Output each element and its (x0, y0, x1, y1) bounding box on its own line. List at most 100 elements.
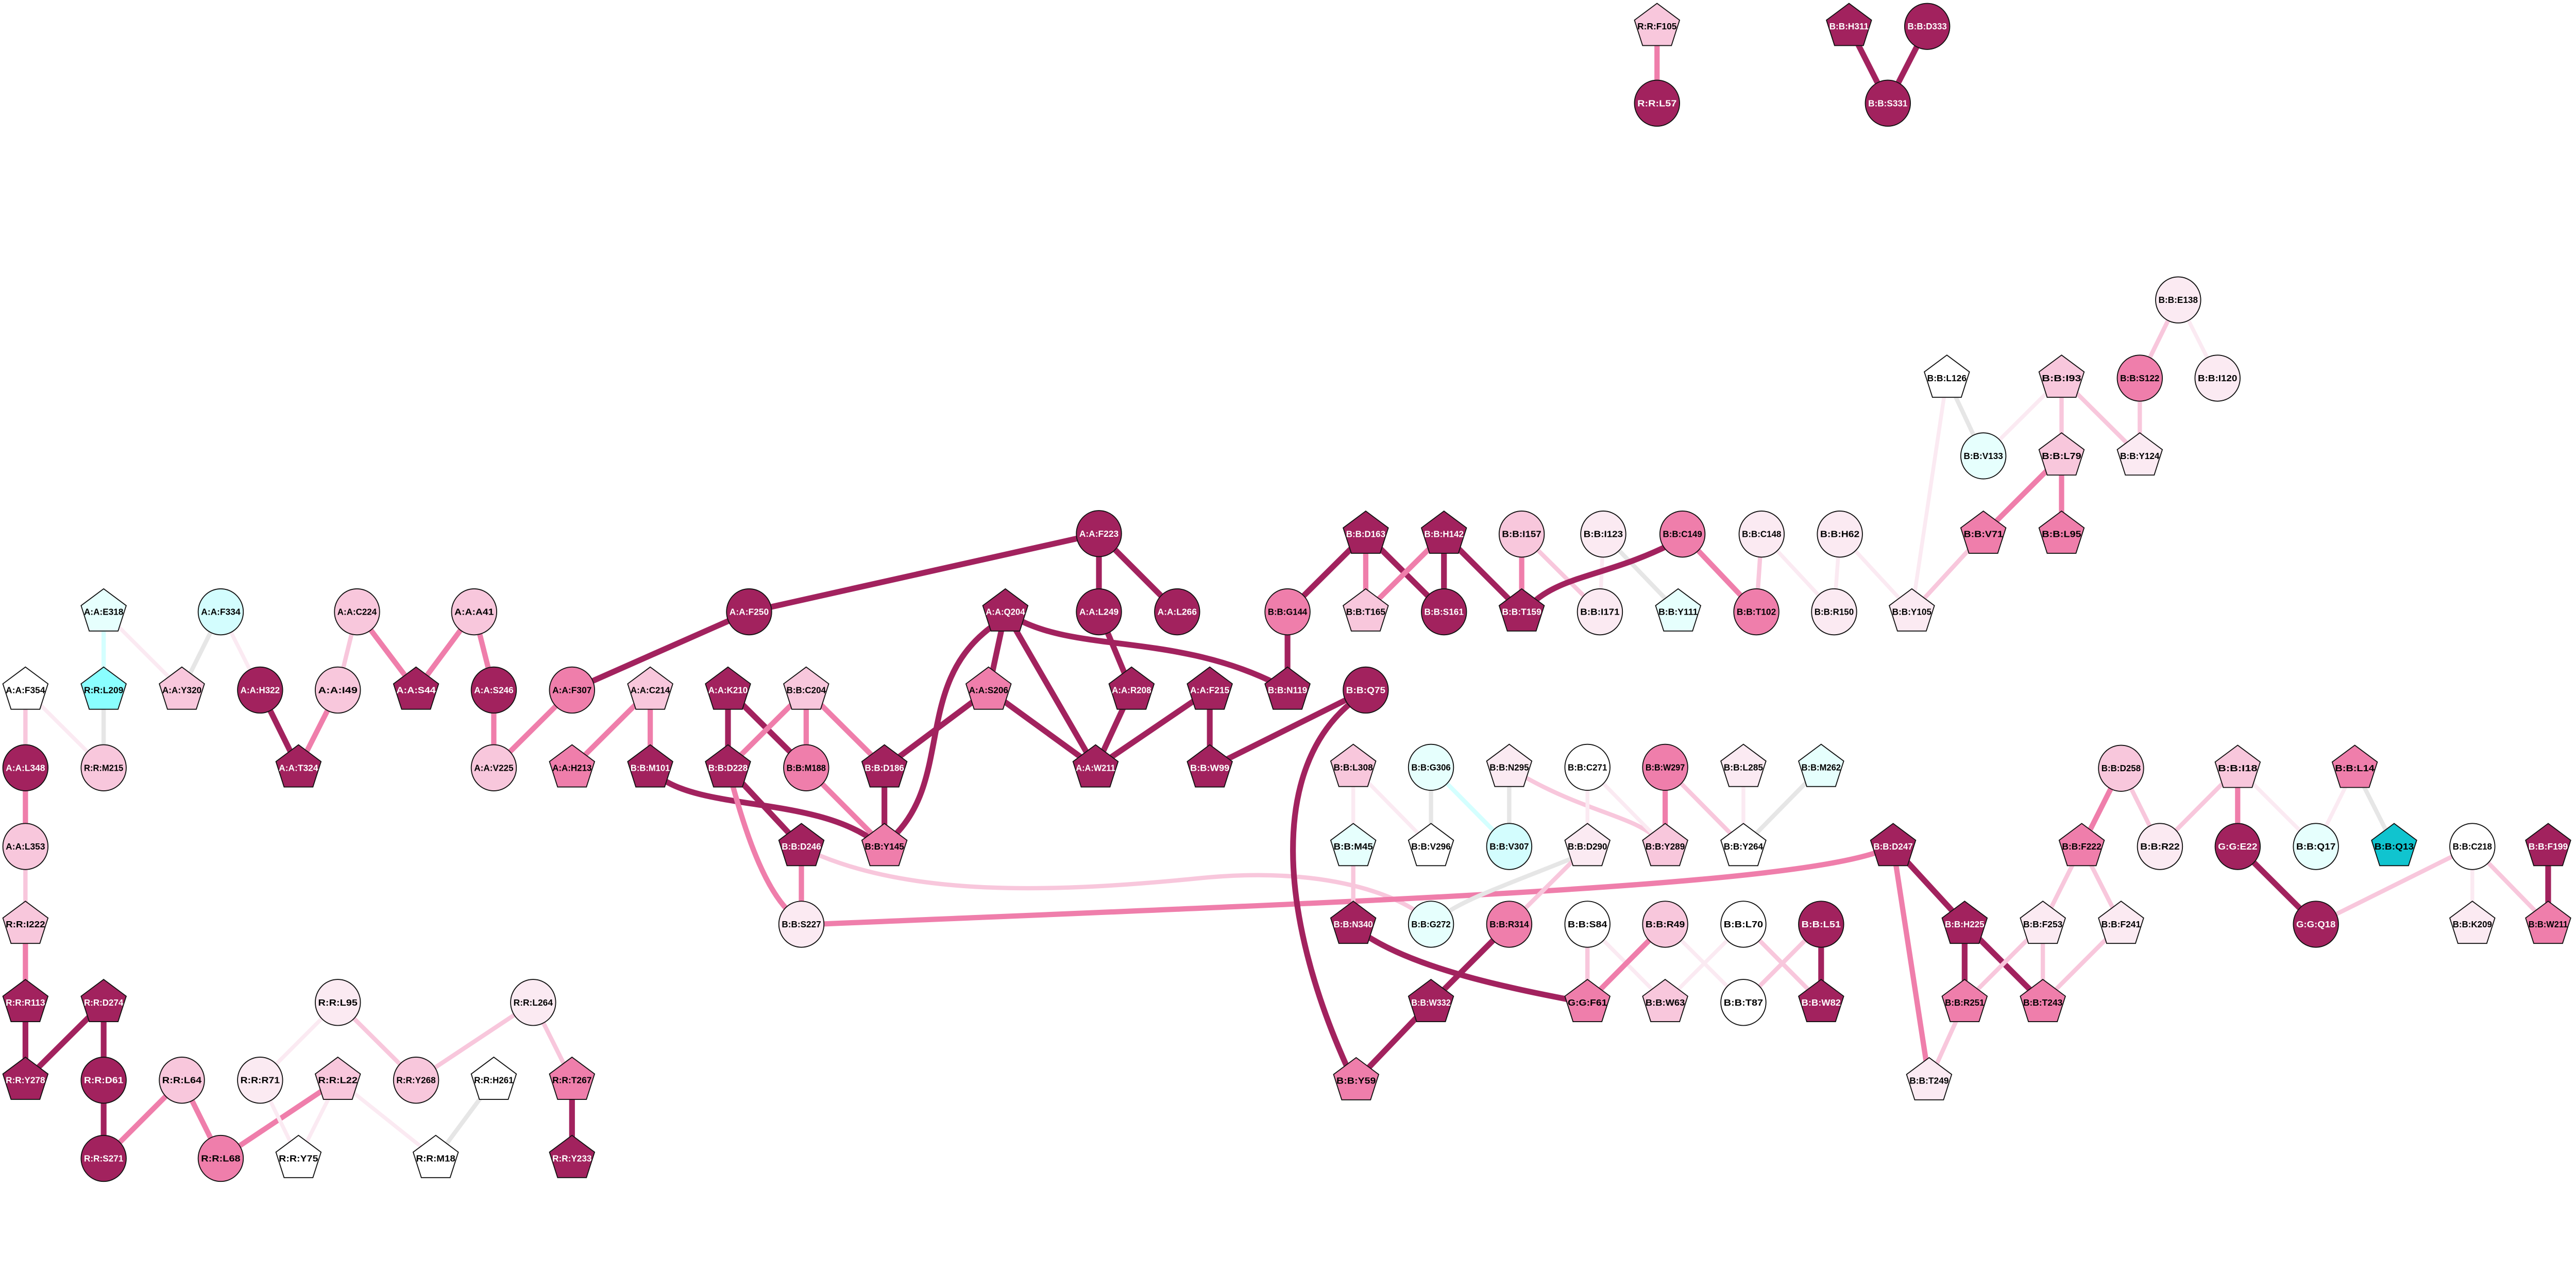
node-b-b-d333[interactable]: B:B:D333 (1904, 3, 1951, 50)
node-b-b-s161[interactable]: B:B:S161 (1421, 588, 1467, 636)
node-b-b-i18[interactable]: B:B:I18 (2214, 744, 2261, 788)
node-a-a-e318[interactable]: A:A:E318 (80, 588, 127, 632)
node-a-a-f223[interactable]: A:A:F223 (1076, 510, 1122, 557)
node-b-b-y59[interactable]: B:B:Y59 (1333, 1057, 1380, 1100)
node-b-b-e138[interactable]: B:B:E138 (2155, 276, 2201, 324)
node-b-b-s84[interactable]: B:B:S84 (1564, 901, 1611, 948)
node-b-b-r49[interactable]: B:B:R49 (1642, 901, 1688, 948)
node-b-b-t159[interactable]: B:B:T159 (1498, 588, 1545, 632)
node-g-g-q18[interactable]: G:G:Q18 (2293, 901, 2339, 948)
node-b-b-g272[interactable]: B:B:G272 (1408, 901, 1454, 948)
node-a-a-q204[interactable]: A:A:Q204 (982, 588, 1029, 632)
node-r-r-l22[interactable]: R:R:L22 (314, 1056, 361, 1100)
node-b-b-h311[interactable]: B:B:H311 (1825, 3, 1872, 46)
node-g-g-f61[interactable]: G:G:F61 (1564, 978, 1611, 1022)
node-a-a-s206[interactable]: A:A:S206 (965, 666, 1012, 710)
node-b-b-g306[interactable]: B:B:G306 (1408, 743, 1454, 791)
node-b-b-l95[interactable]: B:B:L95 (2038, 510, 2085, 554)
node-r-r-m215[interactable]: R:R:M215 (80, 744, 127, 791)
node-r-r-y75[interactable]: R:R:Y75 (275, 1134, 322, 1178)
node-b-b-t102[interactable]: B:B:T102 (1733, 588, 1780, 636)
node-b-b-q13[interactable]: B:B:Q13 (2371, 823, 2417, 867)
node-r-r-l264[interactable]: R:R:L264 (510, 979, 556, 1026)
node-a-a-t324[interactable]: A:A:T324 (275, 744, 322, 788)
node-r-r-i222[interactable]: R:R:I222 (2, 901, 49, 944)
node-b-b-w82[interactable]: B:B:W82 (1798, 978, 1844, 1022)
node-a-a-i49[interactable]: A:A:I49 (315, 666, 361, 714)
node-b-b-n295[interactable]: B:B:N295 (1486, 743, 1533, 787)
node-b-b-l126[interactable]: B:B:L126 (1923, 354, 1970, 398)
node-b-b-g144[interactable]: B:B:G144 (1264, 588, 1311, 636)
node-b-b-h142[interactable]: B:B:H142 (1420, 510, 1467, 554)
node-b-b-n340[interactable]: B:B:N340 (1330, 901, 1377, 944)
node-r-r-l209[interactable]: R:R:L209 (80, 666, 127, 710)
node-b-b-y124[interactable]: B:B:Y124 (2116, 432, 2163, 476)
node-b-b-w99[interactable]: B:B:W99 (1187, 744, 1233, 788)
node-r-r-r71[interactable]: R:R:R71 (237, 1057, 283, 1104)
node-r-r-h261[interactable]: R:R:H261 (470, 1056, 517, 1100)
node-b-b-r314[interactable]: B:B:R314 (1486, 901, 1533, 948)
node-b-b-l285[interactable]: B:B:L285 (1720, 743, 1767, 787)
node-a-a-s44[interactable]: A:A:S44 (393, 666, 439, 710)
node-b-b-y289[interactable]: B:B:Y289 (1642, 823, 1688, 867)
node-b-b-n119[interactable]: B:B:N119 (1264, 666, 1311, 710)
node-b-b-i93[interactable]: B:B:I93 (2038, 354, 2085, 398)
node-b-b-c271[interactable]: B:B:C271 (1564, 743, 1611, 791)
node-b-b-l308[interactable]: B:B:L308 (1330, 743, 1377, 787)
node-b-b-q17[interactable]: B:B:Q17 (2293, 823, 2339, 870)
node-b-b-k209[interactable]: B:B:K209 (2449, 901, 2496, 944)
node-a-a-s246[interactable]: A:A:S246 (470, 666, 517, 714)
node-r-r-m18[interactable]: R:R:M18 (412, 1134, 459, 1178)
node-a-a-c224[interactable]: A:A:C224 (334, 588, 380, 636)
node-b-b-l51[interactable]: B:B:L51 (1798, 901, 1844, 948)
node-b-b-s122[interactable]: B:B:S122 (2116, 354, 2163, 402)
node-b-b-m45[interactable]: B:B:M45 (1330, 823, 1377, 867)
node-b-b-c204[interactable]: B:B:C204 (783, 666, 829, 710)
node-a-a-r208[interactable]: A:A:R208 (1108, 666, 1155, 710)
node-b-b-r251[interactable]: B:B:R251 (1941, 978, 1988, 1022)
node-a-a-f334[interactable]: A:A:F334 (197, 588, 244, 636)
node-r-r-l64[interactable]: R:R:L64 (159, 1057, 205, 1104)
node-r-r-r113[interactable]: R:R:R113 (2, 978, 49, 1022)
node-a-a-k210[interactable]: A:A:K210 (705, 666, 751, 710)
node-r-r-y278[interactable]: R:R:Y278 (2, 1056, 49, 1100)
node-b-b-w332[interactable]: B:B:W332 (1408, 978, 1454, 1022)
node-b-b-y111[interactable]: B:B:Y111 (1655, 588, 1702, 632)
node-b-b-t87[interactable]: B:B:T87 (1720, 979, 1767, 1026)
node-a-a-c214[interactable]: A:A:C214 (627, 666, 673, 710)
node-b-b-d228[interactable]: B:B:D228 (705, 744, 751, 788)
node-b-b-t249[interactable]: B:B:T249 (1906, 1057, 1953, 1100)
node-a-a-l249[interactable]: A:A:L249 (1076, 588, 1122, 636)
node-b-b-d290[interactable]: B:B:D290 (1564, 823, 1611, 867)
node-b-b-i123[interactable]: B:B:I123 (1580, 511, 1626, 558)
node-b-b-y105[interactable]: B:B:Y105 (1889, 588, 1935, 632)
node-b-b-f199[interactable]: B:B:F199 (2525, 823, 2571, 867)
node-a-a-w211[interactable]: A:A:W211 (1072, 744, 1119, 788)
node-b-b-l70[interactable]: B:B:L70 (1720, 901, 1767, 948)
node-b-b-h62[interactable]: B:B:H62 (1817, 511, 1863, 558)
node-b-b-s331[interactable]: B:B:S331 (1865, 79, 1911, 127)
node-b-b-d163[interactable]: B:B:D163 (1343, 510, 1389, 554)
node-b-b-c218[interactable]: B:B:C218 (2449, 823, 2496, 870)
node-b-b-c149[interactable]: B:B:C149 (1659, 511, 1706, 558)
node-b-b-i120[interactable]: B:B:I120 (2194, 354, 2241, 402)
node-a-a-v225[interactable]: A:A:V225 (470, 744, 517, 791)
node-b-b-m101[interactable]: B:B:M101 (627, 744, 673, 788)
node-r-r-y233[interactable]: R:R:Y233 (549, 1134, 596, 1178)
node-b-b-y264[interactable]: B:B:Y264 (1720, 823, 1767, 867)
node-a-a-f250[interactable]: A:A:F250 (726, 588, 772, 636)
node-b-b-i157[interactable]: B:B:I157 (1498, 511, 1545, 558)
node-a-a-h322[interactable]: A:A:H322 (237, 666, 283, 714)
node-b-b-v71[interactable]: B:B:V71 (1960, 510, 2007, 554)
node-b-b-w211[interactable]: B:B:W211 (2525, 901, 2571, 944)
node-a-a-f215[interactable]: A:A:F215 (1187, 666, 1233, 710)
node-b-b-l14[interactable]: B:B:L14 (2331, 744, 2378, 788)
node-b-b-y145[interactable]: B:B:Y145 (861, 823, 908, 867)
node-r-r-s271[interactable]: R:R:S271 (80, 1134, 127, 1182)
node-r-r-l57[interactable]: R:R:L57 (1634, 79, 1680, 127)
node-r-r-l95[interactable]: R:R:L95 (315, 979, 361, 1026)
node-r-r-d61[interactable]: R:R:D61 (80, 1057, 127, 1104)
node-a-a-l348[interactable]: A:A:L348 (2, 744, 49, 791)
node-b-b-r150[interactable]: B:B:R150 (1811, 588, 1857, 636)
node-b-b-m262[interactable]: B:B:M262 (1798, 743, 1844, 787)
